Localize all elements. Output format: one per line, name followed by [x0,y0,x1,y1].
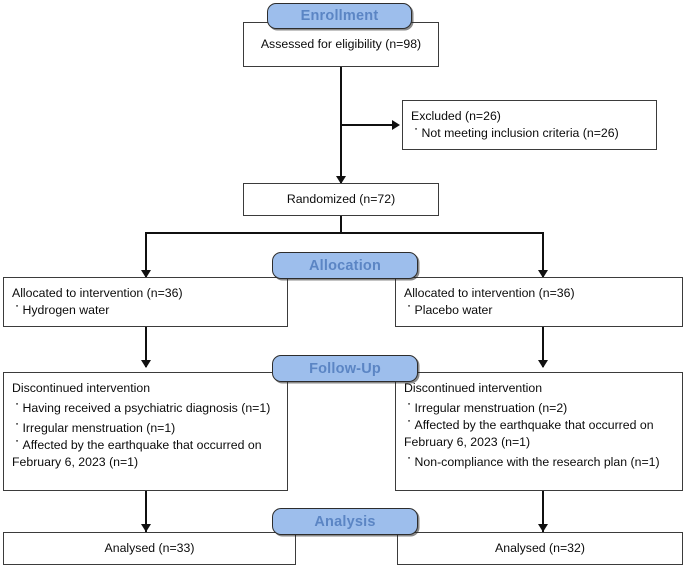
discontinued-right-reason-2-cont: February 6, 2023 (n=1) [404,434,531,449]
box-assessed-for-eligibility: Assessed for eligibility (n=98) [243,22,439,67]
box-excluded: Excluded (n=26) Not meeting inclusion cr… [402,100,657,150]
allocated-left-title: Allocated to intervention (n=36) [12,286,183,300]
box-allocated-right: Allocated to intervention (n=36) Placebo… [395,277,683,327]
allocated-right-detail: Placebo water [404,302,674,319]
box-discontinued-left: Discontinued intervention Having receive… [3,372,288,491]
discontinued-left-reason-3: Affected by the earthquake that occurred… [12,437,279,454]
stage-badge-followup: Follow-Up [272,355,418,382]
stage-badge-allocation: Allocation [272,252,418,279]
allocated-right-title: Allocated to intervention (n=36) [404,286,575,300]
stage-badge-followup-label: Follow-Up [309,360,381,377]
arrowhead-analysis-right [538,524,548,532]
discontinued-right-reason-1: Irregular menstruation (n=2) [404,400,674,417]
connector-allocation-right-down [542,232,544,277]
connector-alloc-right-to-followup [542,327,544,367]
analysed-left-text: Analysed (n=33) [104,541,195,556]
connector-to-excluded [341,124,397,126]
discontinued-right-title: Discontinued intervention [404,381,543,395]
excluded-title: Excluded (n=26) [411,109,501,123]
stage-badge-enrollment: Enrollment [267,3,412,29]
connector-randomized-down [340,216,342,233]
arrowhead-followup-right [538,360,548,368]
arrowhead-allocation-right [538,270,548,278]
discontinued-left-title: Discontinued intervention [12,381,151,395]
box-discontinued-right: Discontinued intervention Irregular mens… [395,372,683,491]
stage-badge-analysis-label: Analysis [314,513,376,530]
connector-followup-left-to-analysis [145,491,147,532]
assessed-for-eligibility-text: Assessed for eligibility (n=98) [260,37,422,52]
arrowhead-analysis-left [141,524,151,532]
stage-badge-enrollment-label: Enrollment [300,8,379,24]
connector-allocation-left-down [145,232,147,277]
arrowhead-followup-left [141,360,151,368]
arrowhead-allocation-left [141,270,151,278]
arrowhead-to-excluded [392,120,400,130]
discontinued-right-reason-2: Affected by the earthquake that occurred… [404,417,674,434]
discontinued-left-reason-3-cont: February 6, 2023 (n=1) [12,454,139,469]
discontinued-right-reason-3: Non-compliance with the research plan (n… [404,454,674,471]
arrowhead-to-randomized [336,176,346,184]
box-allocated-left: Allocated to intervention (n=36) Hydroge… [3,277,288,327]
discontinued-left-reason-1: Having received a psychiatric diagnosis … [12,400,279,417]
connector-followup-right-to-analysis [542,491,544,532]
excluded-reason-1: Not meeting inclusion criteria (n=26) [411,125,648,142]
randomized-text: Randomized (n=72) [286,192,396,207]
allocated-left-detail: Hydrogen water [12,302,279,319]
connector-alloc-left-to-followup [145,327,147,367]
discontinued-left-reason-2: Irregular menstruation (n=1) [12,420,279,437]
box-analysed-right: Analysed (n=32) [397,532,683,565]
connector-allocation-split [145,232,543,234]
stage-badge-analysis: Analysis [272,508,418,535]
box-analysed-left: Analysed (n=33) [3,532,296,565]
connector-assessed-to-randomized [340,67,342,183]
box-randomized: Randomized (n=72) [243,183,439,216]
analysed-right-text: Analysed (n=32) [495,541,585,556]
stage-badge-allocation-label: Allocation [308,257,382,274]
